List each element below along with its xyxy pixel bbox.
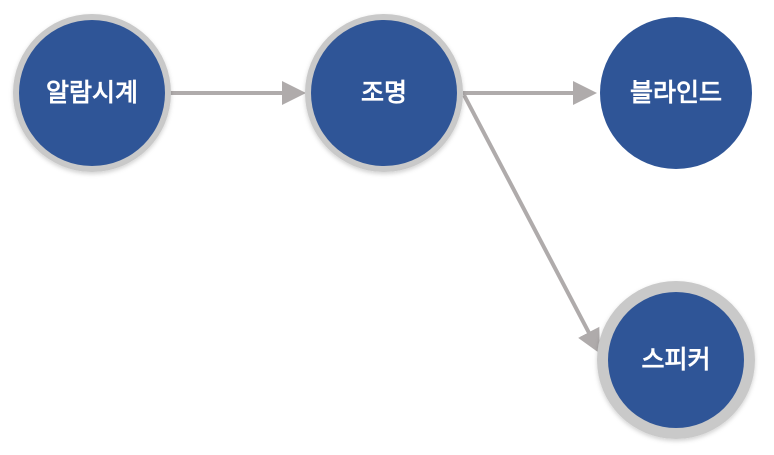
arrow-lighting-to-speaker (462, 94, 600, 354)
node-lighting-label: 조명 (361, 78, 407, 107)
node-blind-circle (600, 17, 752, 169)
node-lighting-circle (311, 20, 457, 166)
node-alarm-clock-circle (19, 20, 165, 166)
node-lighting: 조명 (305, 14, 463, 172)
node-speaker-label: 스피커 (641, 345, 710, 374)
node-alarm-clock-label: 알람시계 (46, 78, 138, 107)
node-blind-label: 블라인드 (630, 78, 722, 107)
node-alarm-clock: 알람시계 (13, 14, 171, 172)
node-blind: 블라인드 (600, 17, 752, 169)
node-speaker: 스피커 (597, 281, 755, 439)
node-speaker-circle (608, 292, 744, 428)
